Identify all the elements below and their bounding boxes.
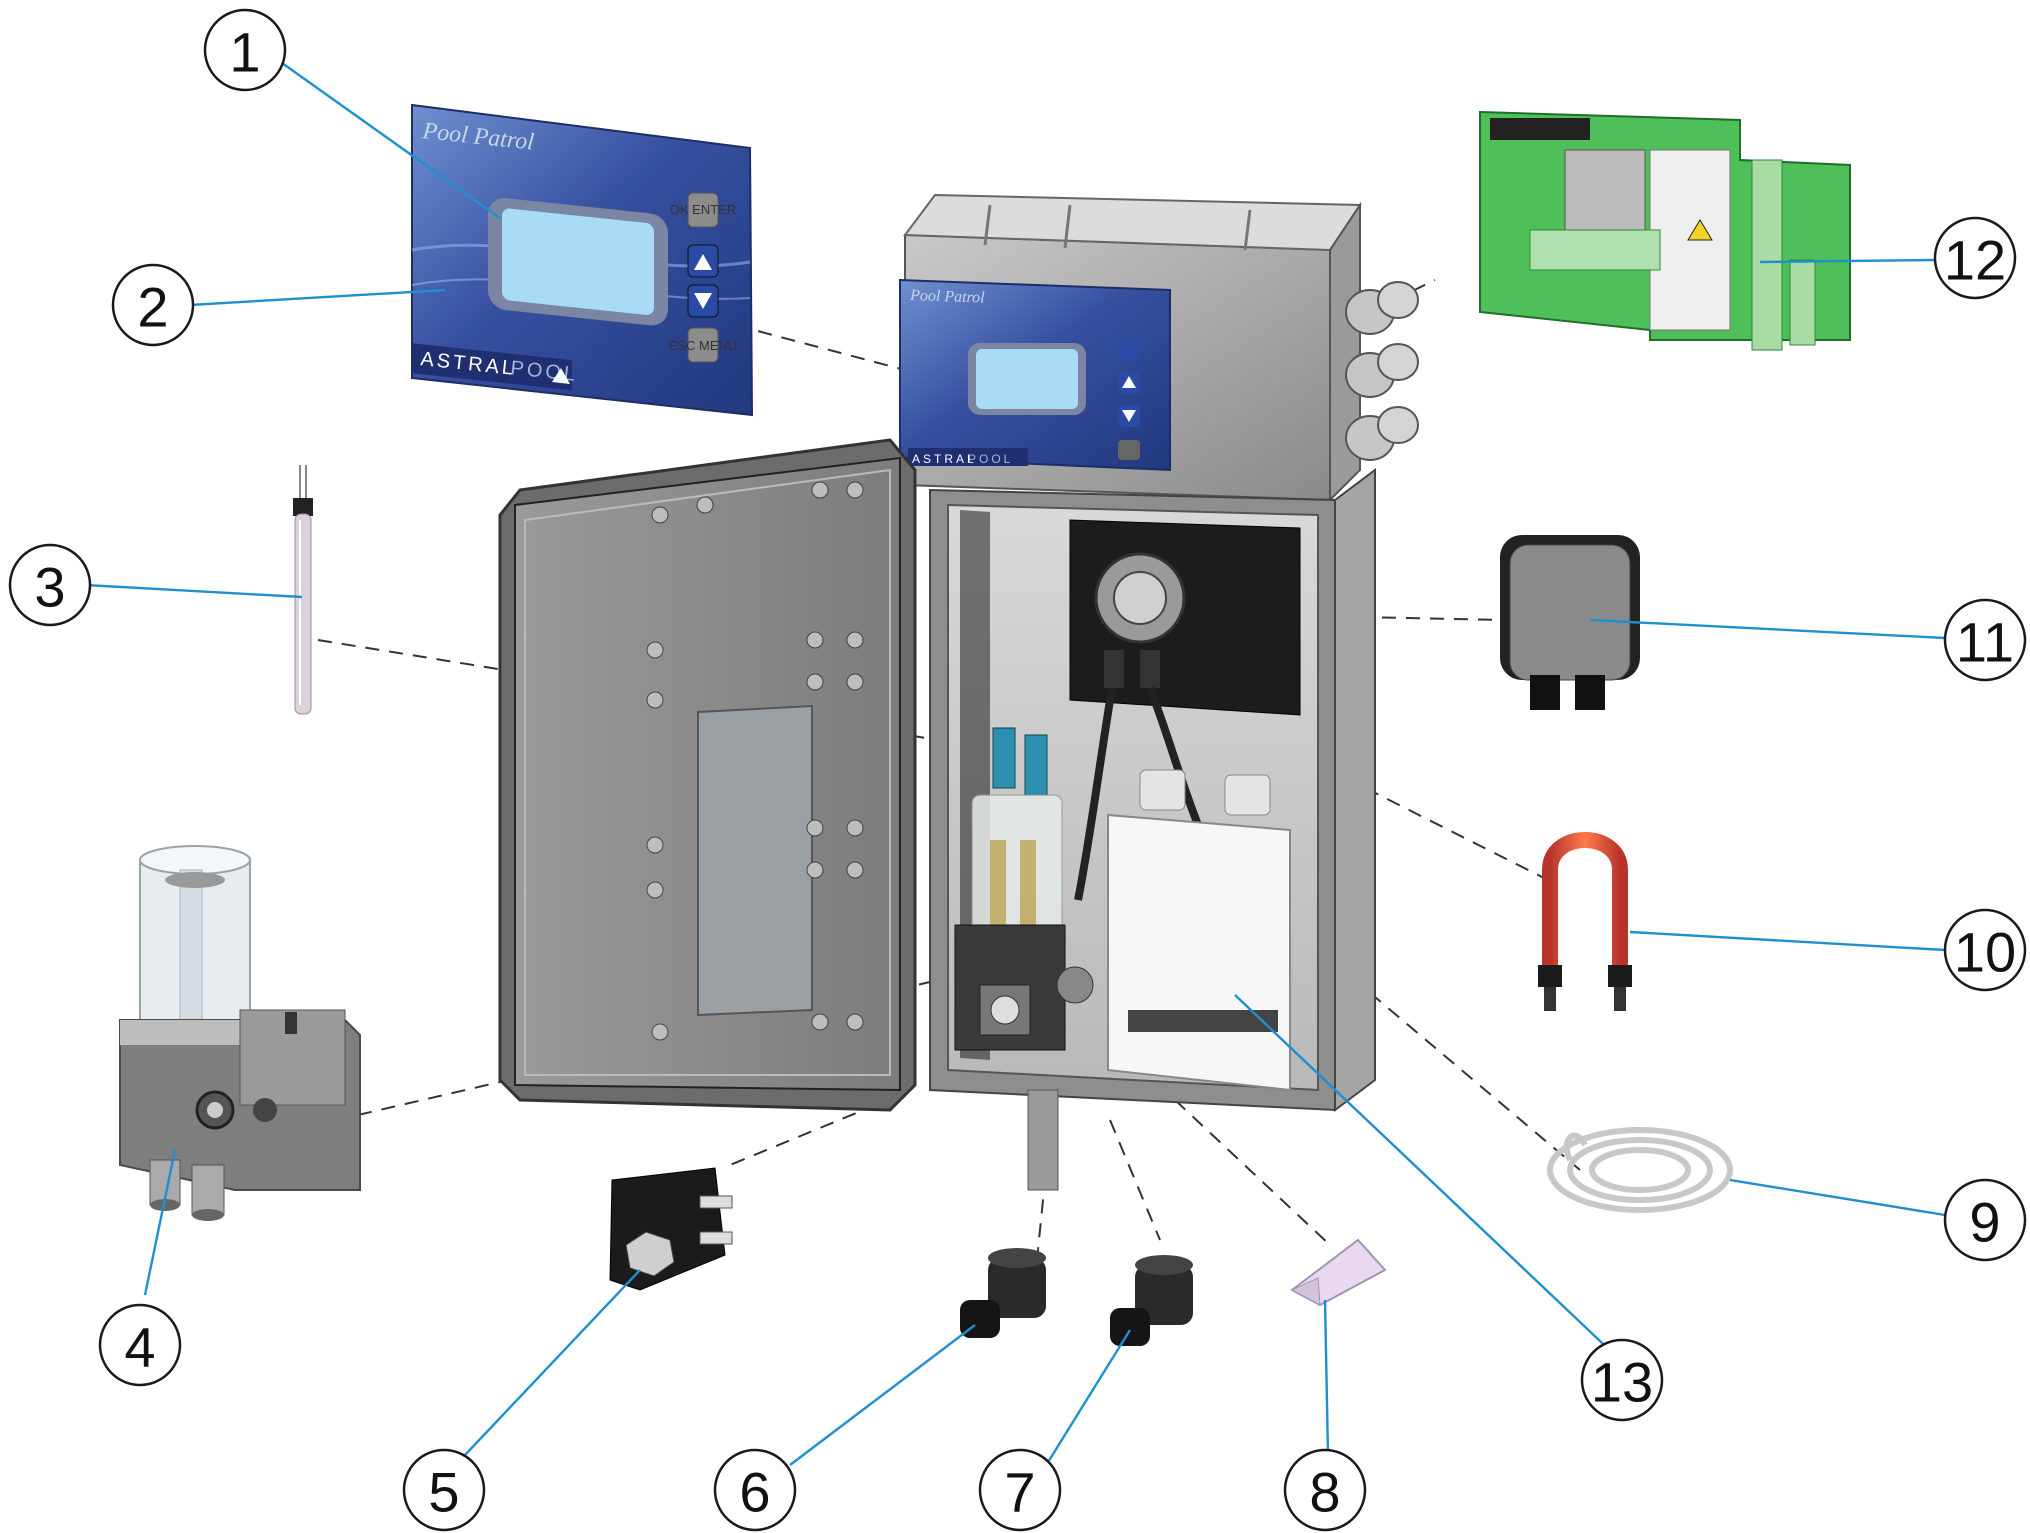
svg-text:7: 7 — [1004, 1461, 1035, 1524]
temperature-probe — [293, 465, 313, 715]
callouts: 1 2 3 4 5 6 7 8 — [8, 8, 2027, 1532]
svg-text:1: 1 — [229, 21, 260, 84]
pump-tube — [1538, 832, 1632, 1011]
callout-3: 3 — [8, 543, 92, 627]
callout-12: 12 — [1933, 216, 2017, 300]
lcd-display — [488, 198, 668, 326]
controller-housing: Pool Patrol ASTRAL POOL — [899, 193, 1419, 503]
fitting-7 — [1110, 1255, 1193, 1346]
svg-text:4: 4 — [124, 1316, 155, 1379]
callout-5: 5 — [402, 1448, 486, 1532]
svg-text:13: 13 — [1591, 1351, 1653, 1414]
leader-lines — [84, 57, 1946, 1468]
svg-text:3: 3 — [34, 556, 65, 619]
esc-menu-label: ESC MENU — [669, 338, 738, 353]
cable-glands — [1345, 281, 1419, 461]
flow-cell-block — [119, 845, 361, 1221]
callout-6: 6 — [713, 1448, 797, 1532]
open-door — [498, 438, 917, 1112]
callout-9: 9 — [1943, 1178, 2027, 1262]
callout-4: 4 — [98, 1303, 182, 1387]
svg-text:6: 6 — [739, 1461, 770, 1524]
solenoid-coil — [609, 1167, 733, 1291]
brand-logo-icon — [552, 368, 570, 384]
fitting-6 — [960, 1248, 1046, 1338]
embedded-brand-astral: ASTRAL — [912, 452, 977, 466]
peristaltic-pump — [1500, 535, 1640, 710]
front-panel-overlay: Pool Patrol OK ENTER ESC MENU ASTRAL POO… — [411, 103, 754, 417]
callout-1: 1 — [203, 8, 287, 92]
coiled-hose — [1547, 1127, 1733, 1213]
door-screws — [646, 481, 864, 1041]
callout-11: 11 — [1943, 598, 2027, 682]
circuit-board — [1479, 110, 1851, 351]
callout-8: 8 — [1283, 1448, 1367, 1532]
svg-text:9: 9 — [1969, 1191, 2000, 1254]
main-cabinet — [929, 468, 1376, 1191]
callout-10: 10 — [1943, 908, 2027, 992]
embedded-brand-pool: POOL — [968, 452, 1013, 466]
embedded-panel-title: Pool Patrol — [909, 287, 986, 307]
panel-buttons: OK ENTER ESC MENU — [669, 192, 738, 363]
callout-2: 2 — [111, 263, 195, 347]
svg-text:2: 2 — [137, 276, 168, 339]
ok-enter-label: OK ENTER — [670, 202, 736, 217]
svg-text:5: 5 — [428, 1461, 459, 1524]
svg-text:11: 11 — [1956, 611, 2014, 674]
svg-text:10: 10 — [1954, 921, 2016, 984]
svg-text:12: 12 — [1944, 229, 2006, 292]
callout-7: 7 — [978, 1448, 1062, 1532]
filter-wedge — [1290, 1238, 1387, 1307]
callout-13: 13 — [1580, 1338, 1664, 1422]
svg-text:8: 8 — [1309, 1461, 1340, 1524]
